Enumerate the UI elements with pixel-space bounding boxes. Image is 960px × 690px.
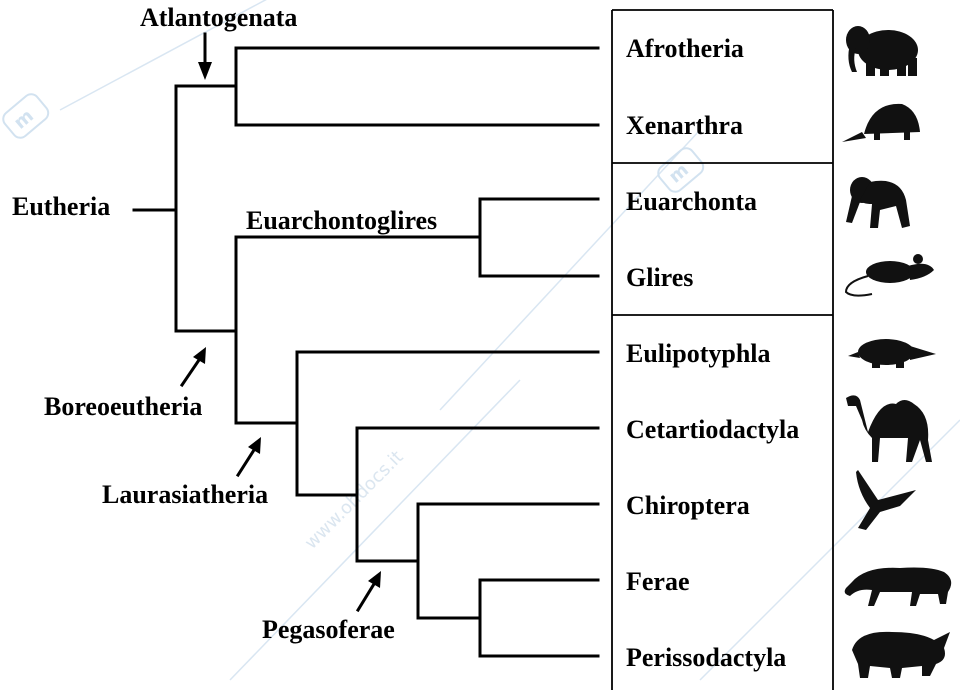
clade-label-atlantogenata: Atlantogenata <box>140 3 297 32</box>
clade-label-laurasiatheria: Laurasiatheria <box>102 480 268 509</box>
mole-icon <box>848 339 936 368</box>
taxon-chiroptera: Chiroptera <box>626 491 750 520</box>
taxon-afrotheria: Afrotheria <box>626 34 744 63</box>
tiger-icon <box>845 568 952 607</box>
watermark-logo-icon: m <box>0 91 51 141</box>
root-label: Eutheria <box>12 192 110 221</box>
camel-icon <box>846 395 932 462</box>
bat-icon <box>856 470 916 530</box>
monkey-icon <box>846 177 910 228</box>
arrow-pegasoferae <box>358 571 381 610</box>
clade-label-boreoeutheria: Boreoeutheria <box>44 392 202 421</box>
taxon-glires: Glires <box>626 263 693 292</box>
clade-label-pegasoferae: Pegasoferae <box>262 615 395 644</box>
taxon-eulipotyphla: Eulipotyphla <box>626 339 771 368</box>
mouse-icon <box>846 254 934 296</box>
armadillo-icon <box>842 104 920 142</box>
taxon-euarchonta: Euarchonta <box>626 187 757 216</box>
watermark-text: www.ohdocs.it <box>301 447 408 554</box>
taxon-perissodactyla: Perissodactyla <box>626 643 786 672</box>
elephant-icon <box>846 26 918 76</box>
clade-arrows <box>182 34 381 610</box>
arrow-boreoeutheria <box>182 347 206 385</box>
taxon-xenarthra: Xenarthra <box>626 111 743 140</box>
arrow-atlantogenata <box>198 34 212 80</box>
taxon-cetartiodactyla: Cetartiodactyla <box>626 415 799 444</box>
taxon-ferae: Ferae <box>626 567 690 596</box>
clade-label-euarchontoglires: Euarchontoglires <box>246 206 437 235</box>
arrow-laurasiatheria <box>238 437 261 475</box>
rhinoceros-icon <box>852 632 950 678</box>
